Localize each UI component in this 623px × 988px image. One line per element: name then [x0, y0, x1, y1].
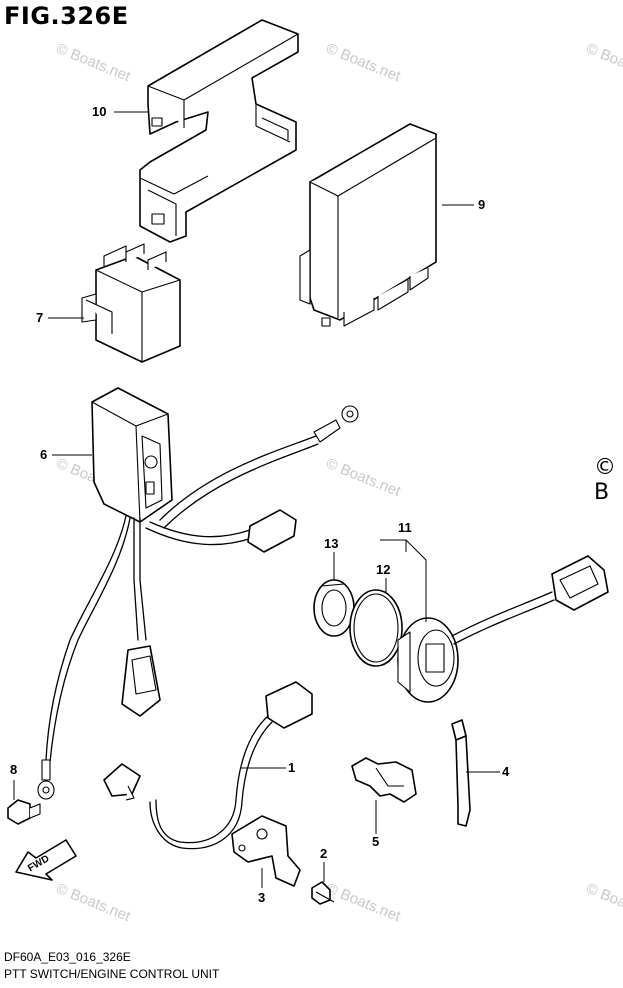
part-5-clamp[interactable] — [351, 757, 417, 803]
callout-2: 2 — [320, 846, 328, 861]
part-9-engine-control-unit[interactable] — [299, 123, 437, 327]
callout-11: 11 — [398, 520, 412, 535]
callout-12: 12 — [376, 562, 391, 577]
callout-7: 7 — [36, 310, 44, 325]
part-4-cable-tie[interactable] — [451, 719, 471, 827]
callout-1: 1 — [288, 760, 296, 775]
diagram-code: DF60A_E03_016_326E — [4, 950, 131, 964]
part-10-ecu-cover[interactable] — [139, 19, 299, 243]
callout-10: 10 — [92, 104, 107, 119]
figure-title: FIG.326E — [4, 2, 129, 30]
callout-8: 8 — [10, 762, 18, 777]
callout-5: 5 — [372, 834, 380, 849]
part-8-bolt[interactable] — [7, 799, 41, 825]
callout-3: 3 — [258, 890, 266, 905]
figure-caption: PTT SWITCH/ENGINE CONTROL UNIT — [4, 967, 220, 981]
callout-6: 6 — [40, 447, 48, 462]
part-12-o-ring[interactable] — [349, 589, 403, 667]
leader-lines — [13, 111, 500, 888]
part-13-nut[interactable] — [313, 579, 355, 637]
part-1-harness[interactable] — [103, 681, 313, 850]
part-6-ptt-relay[interactable] — [37, 387, 359, 800]
fwd-arrow: FWD — [15, 839, 77, 881]
part-2-screw[interactable] — [311, 881, 335, 905]
edge-mark: © B — [594, 455, 616, 505]
callout-4: 4 — [502, 764, 510, 779]
callout-13: 13 — [324, 536, 339, 551]
callout-9: 9 — [478, 197, 486, 212]
part-11-ptt-switch[interactable] — [397, 555, 609, 703]
part-7-relay[interactable] — [81, 243, 181, 363]
part-3-bracket[interactable] — [231, 815, 301, 887]
